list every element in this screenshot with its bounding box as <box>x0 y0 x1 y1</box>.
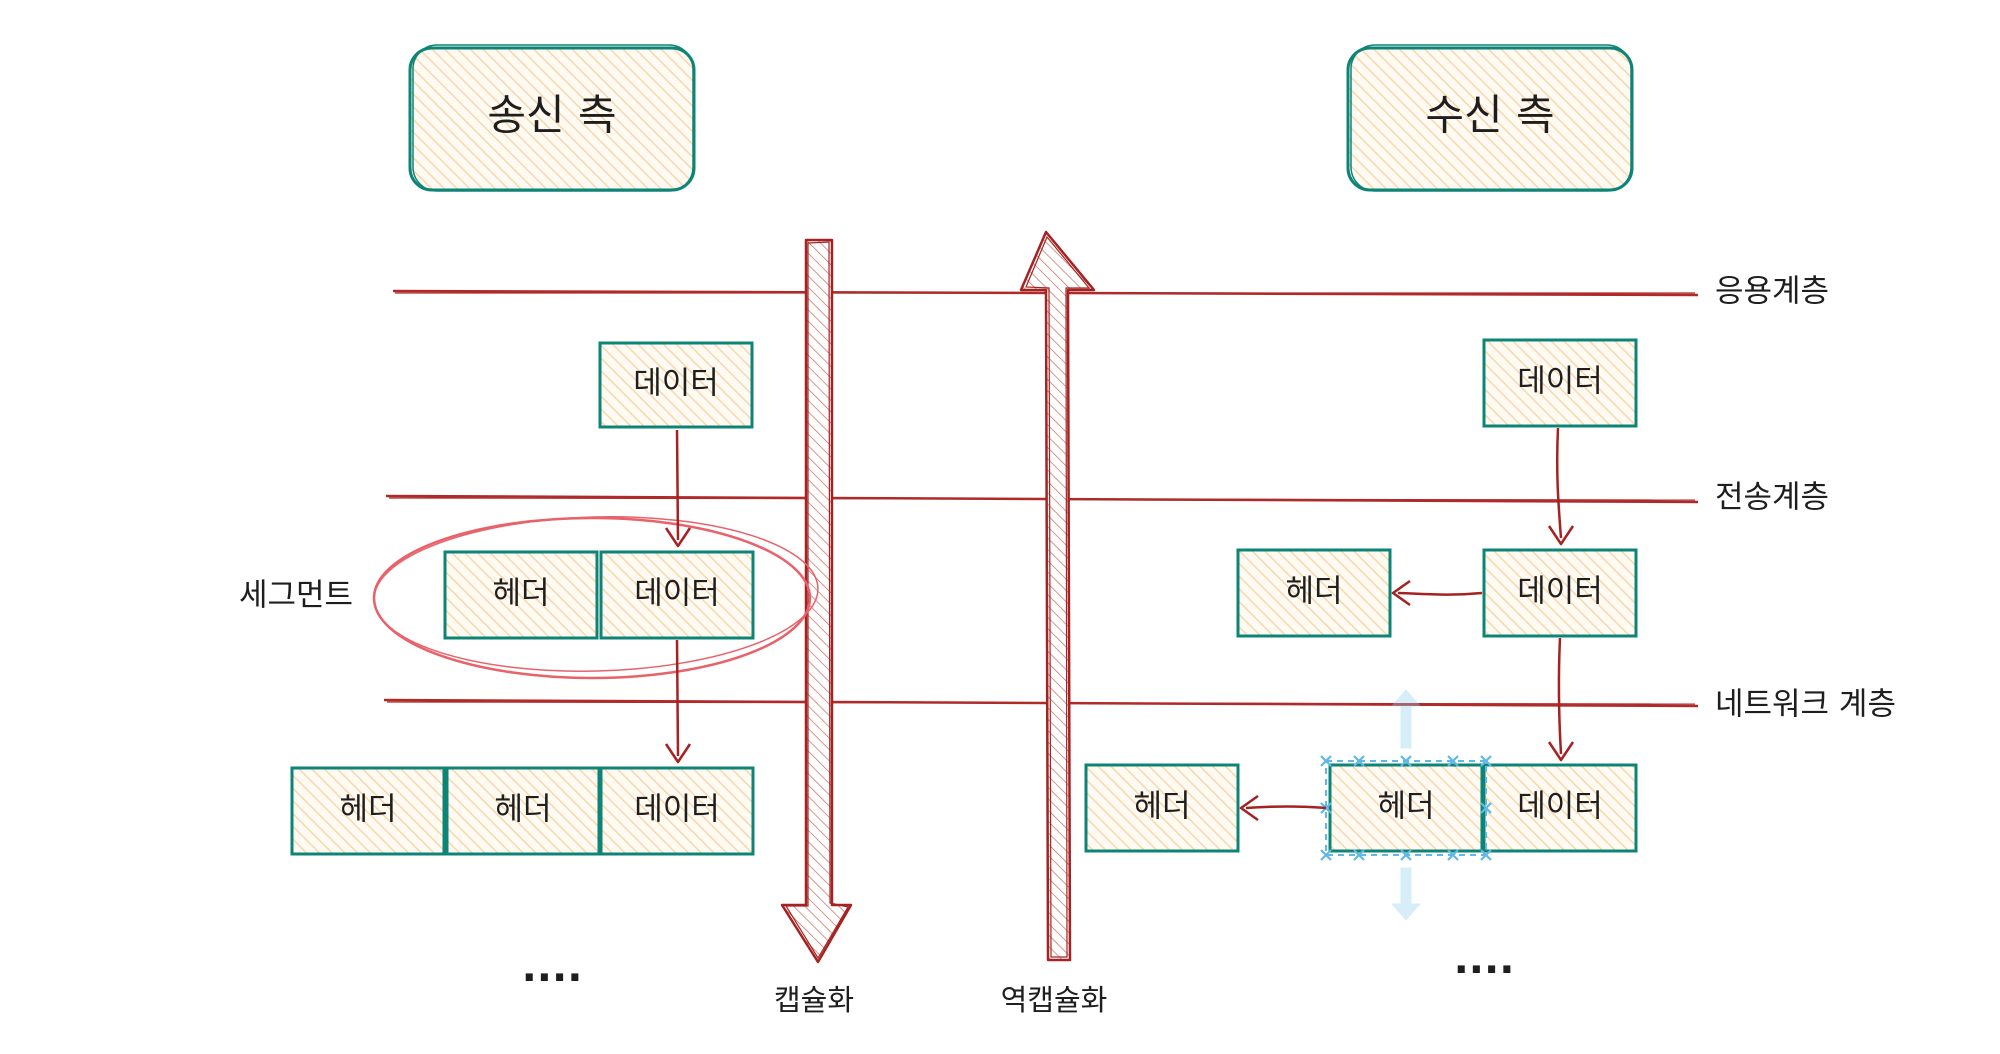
receiver-network-header-selected-box[interactable]: 헤더 <box>1328 763 1484 853</box>
receiver-title-box: 수신 측 <box>1346 44 1634 192</box>
sender-network-data-box: 데이터 <box>599 766 755 856</box>
sender-connector-transport-to-network <box>664 639 692 764</box>
sender-app-data-label: 데이터 <box>633 366 719 402</box>
encapsulation-arrow <box>780 238 853 964</box>
layer-label-application: 응용계층 <box>1715 274 1829 310</box>
receiver-network-header-out-label: 헤더 <box>1133 789 1190 825</box>
receiver-connector-app-to-transport <box>1547 427 1575 546</box>
layer-line-transport <box>385 494 1699 504</box>
selection-handles[interactable] <box>1320 755 1492 861</box>
receiver-network-header-selected-label: 헤더 <box>1377 789 1434 825</box>
sender-transport-header-box: 헤더 <box>443 550 599 640</box>
sender-network-data-label: 데이터 <box>634 792 720 828</box>
sender-connector-app-to-transport <box>664 429 692 548</box>
sender-transport-data-box: 데이터 <box>599 550 755 640</box>
receiver-connector-transport-to-network <box>1547 637 1575 762</box>
sender-more-dots: .... <box>522 945 583 991</box>
sender-transport-data-label: 데이터 <box>634 576 720 612</box>
sender-network-header-label-1: 헤더 <box>339 792 396 828</box>
receiver-network-data-label: 데이터 <box>1517 789 1603 825</box>
layer-line-network <box>383 698 1699 708</box>
sender-app-data-box: 데이터 <box>598 341 754 429</box>
receiver-network-data-box: 데이터 <box>1482 763 1638 853</box>
receiver-title: 수신 측 <box>1425 91 1554 140</box>
receiver-transport-data-box: 데이터 <box>1482 548 1638 638</box>
selection-move-up-hint[interactable] <box>1390 689 1422 749</box>
receiver-transport-data-label: 데이터 <box>1517 574 1603 610</box>
layer-label-network: 네트워크 계층 <box>1715 687 1896 723</box>
sender-transport-header-label: 헤더 <box>492 576 549 612</box>
receiver-transport-header-box: 헤더 <box>1236 548 1392 638</box>
receiver-connector-header-to-header <box>1239 794 1327 822</box>
decapsulation-arrow <box>1019 230 1096 962</box>
encapsulation-label: 캡슐화 <box>774 983 854 1017</box>
receiver-network-header-out-box: 헤더 <box>1084 763 1240 853</box>
receiver-app-data-label: 데이터 <box>1517 364 1603 400</box>
receiver-transport-header-label: 헤더 <box>1285 574 1342 610</box>
decapsulation-label: 역캡슐화 <box>1001 983 1108 1017</box>
receiver-connector-data-to-header <box>1391 579 1483 607</box>
layer-label-transport: 전송계층 <box>1715 480 1829 516</box>
sender-title: 송신 측 <box>487 91 616 140</box>
selection-move-down-hint[interactable] <box>1390 867 1422 921</box>
sender-network-header-box-2: 헤더 <box>445 766 601 856</box>
sender-title-box: 송신 측 <box>408 44 696 192</box>
receiver-more-dots: .... <box>1454 937 1515 983</box>
sender-network-header-label-2: 헤더 <box>494 792 551 828</box>
receiver-app-data-box: 데이터 <box>1482 338 1638 428</box>
segment-label: 세그먼트 <box>239 578 353 614</box>
sender-network-header-box-1: 헤더 <box>290 766 446 856</box>
selection-overlay[interactable] <box>1320 755 1492 861</box>
